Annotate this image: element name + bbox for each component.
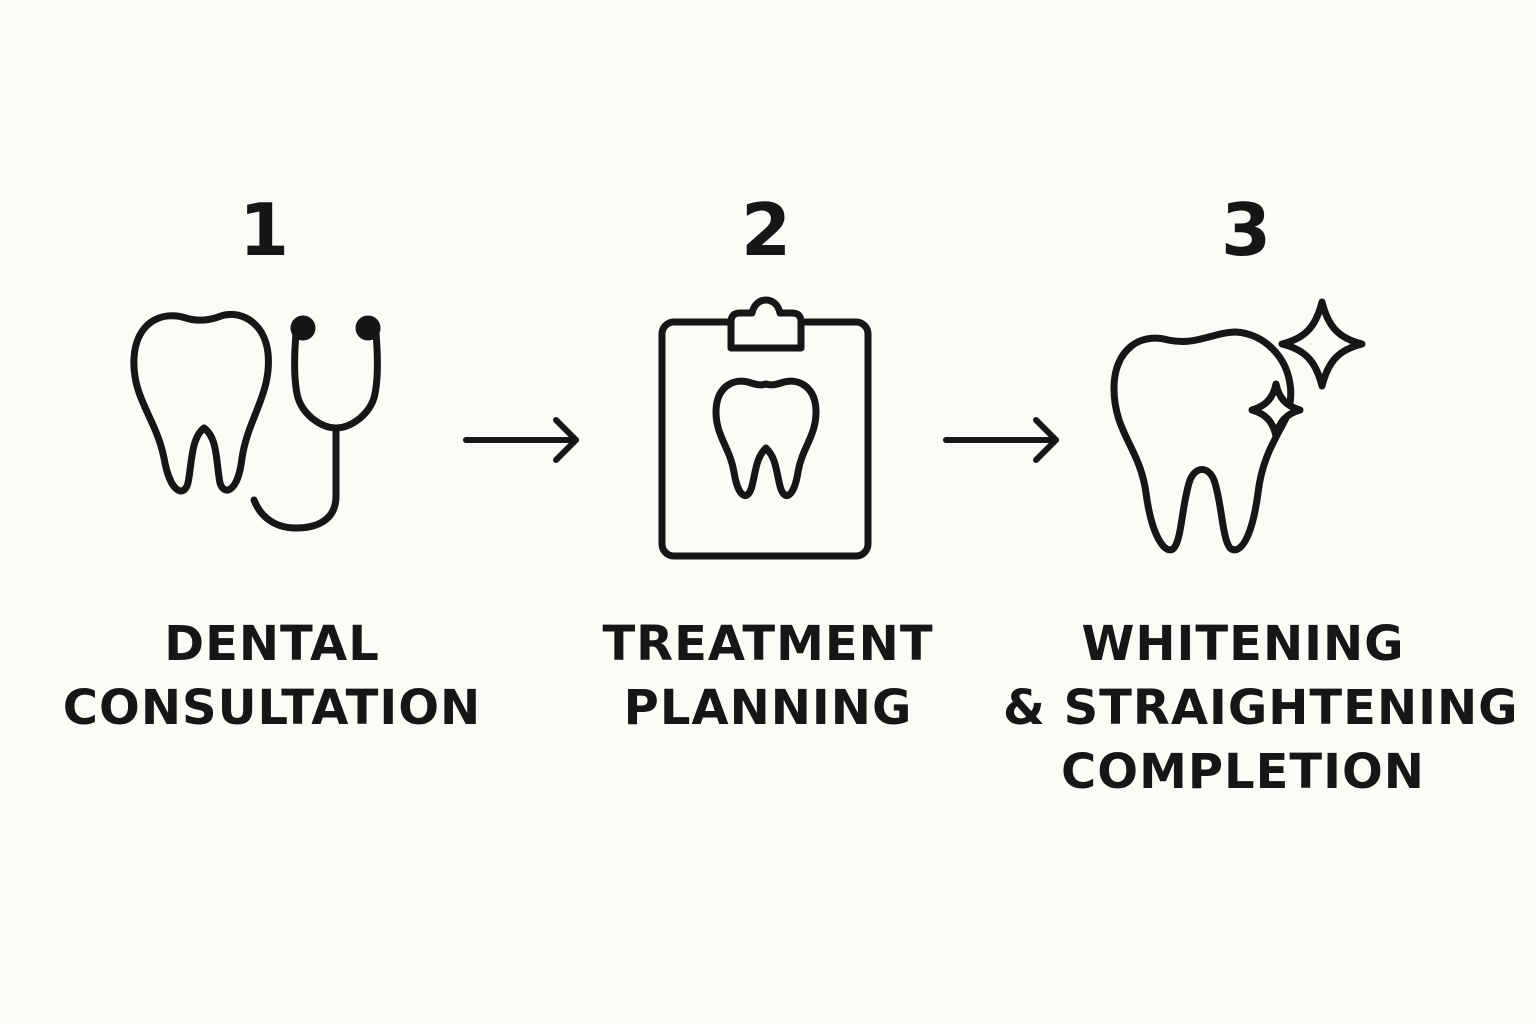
step-label-line: COMPLETION (1061, 744, 1425, 800)
clipboard-tooth-icon (616, 288, 916, 578)
arrow-right-icon (460, 410, 590, 470)
step-number-1: 1 (238, 188, 290, 272)
step-label-line: & STRAIGHTENING (1003, 680, 1519, 736)
step-number-2: 2 (740, 188, 792, 272)
step-label-2: TREATMENT PLANNING (528, 612, 1008, 740)
step-label-3: WHITENING & STRAIGHTENING COMPLETION (1003, 612, 1519, 804)
step-label-line: TREATMENT (602, 616, 934, 672)
step-label-line: CONSULTATION (62, 680, 482, 736)
step-label-1: DENTAL CONSULTATION (32, 612, 512, 740)
step-label-line: PLANNING (623, 680, 913, 736)
arrow-right-icon (940, 410, 1070, 470)
step-label-line: WHITENING (1081, 616, 1405, 672)
step-number-3: 3 (1220, 188, 1272, 272)
tooth-stethoscope-icon (126, 288, 426, 578)
sparkling-tooth-icon (1110, 288, 1410, 578)
step-label-line: DENTAL (164, 616, 380, 672)
